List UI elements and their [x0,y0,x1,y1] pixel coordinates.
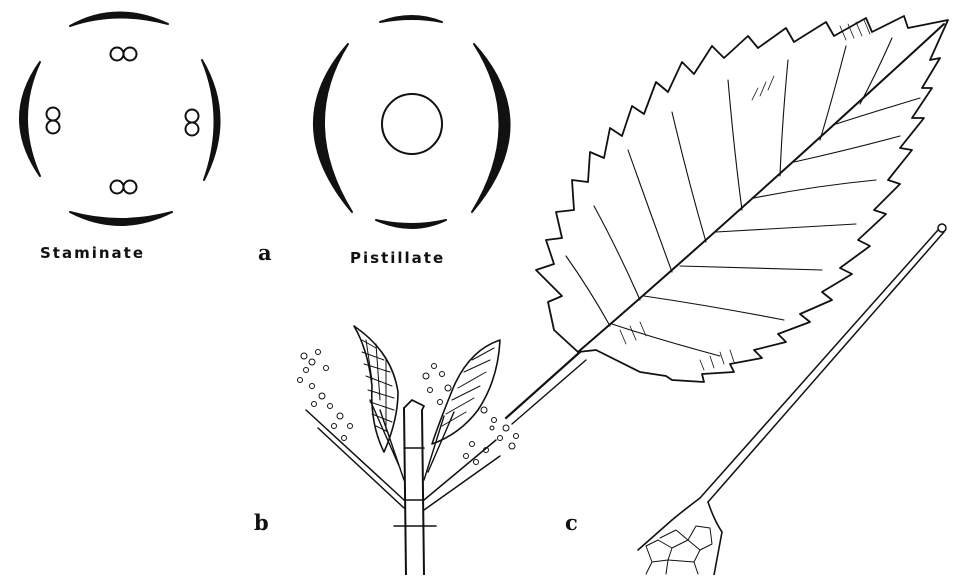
leaf-midrib [578,24,944,352]
serrate-leaf [506,16,948,424]
figure-letter-b: b [254,512,269,533]
staminate-sepal-right [202,60,220,180]
stem-tip [404,400,424,410]
leaf-petiole-edge [512,360,586,424]
figure-letter-a: a [258,242,272,263]
petiole-stub-left [370,400,404,480]
stipule-left [306,410,404,508]
figure-letter-c: c [565,512,578,533]
pistil-ovary [382,94,442,154]
leaf-lateral-veins [566,38,920,356]
pistillate-sepal-top [380,16,442,22]
pistillate-flower-diagram [314,16,510,228]
stamen-top [111,48,137,61]
staminate-sepal-top [70,12,168,26]
leaf-outline [536,16,948,382]
hair-tip [938,224,946,232]
staminate-caption: Staminate [40,246,145,261]
pistillate-sepal-left [314,44,352,212]
pistillate-sepal-right [472,44,510,212]
stamen-right [186,110,199,136]
stinging-hair [638,224,946,575]
shoot-with-inflorescences [298,326,519,575]
staminate-flower-diagram [20,12,220,225]
inflorescence-bud-left [354,326,398,452]
staminate-sepal-left [20,62,40,176]
hair-bulb [638,498,722,575]
stamen-bottom [111,181,137,194]
pistillate-sepal-bottom [376,220,446,228]
leaf-shading [620,20,870,370]
hair-shaft [700,230,944,502]
staminate-sepal-bottom [70,212,172,225]
stem [404,408,424,575]
leaf-petiole [506,352,580,418]
pistillate-caption: Pistillate [350,251,445,266]
stamen-left [47,108,60,134]
